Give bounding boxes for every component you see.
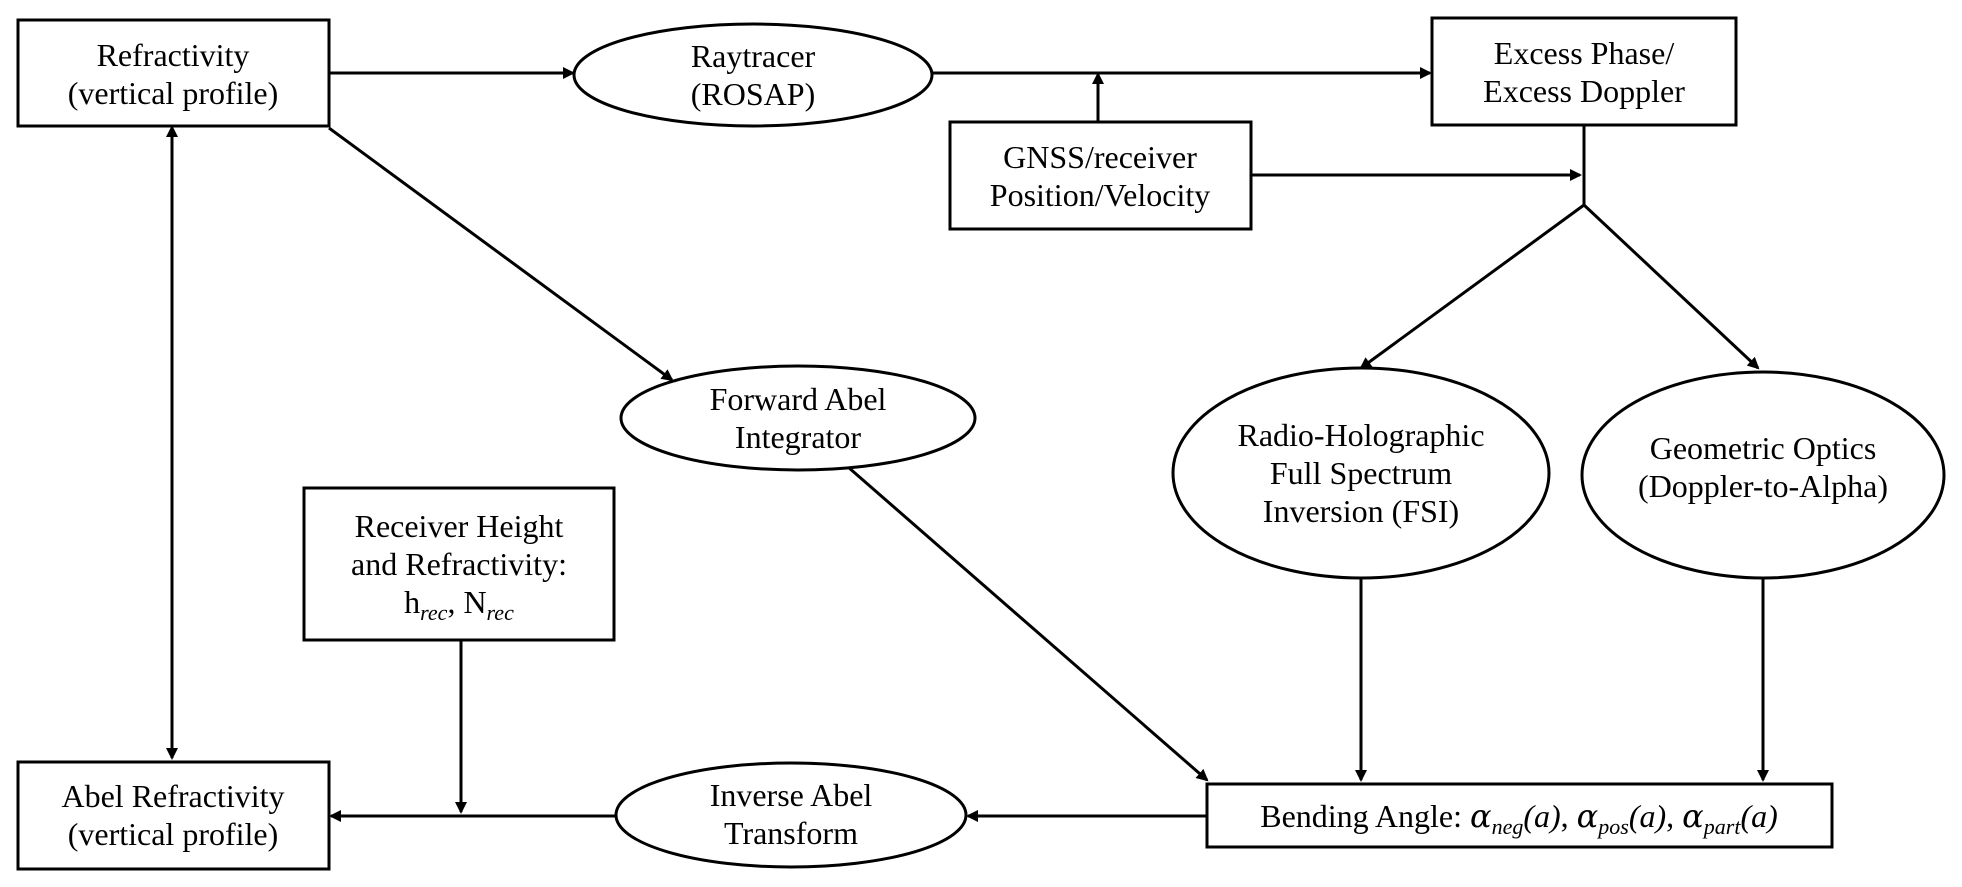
gnss-line1: GNSS/receiver <box>1003 139 1197 175</box>
node-bending <box>1205 782 1834 849</box>
inverse-abel-line2: Transform <box>724 815 858 851</box>
geometric-line1: Geometric Optics <box>1649 430 1877 466</box>
inverse-abel-line1: Inverse Abel <box>709 777 873 813</box>
inverse-abel-label: Inverse Abel Transform <box>710 776 873 852</box>
raytracer-line2: (ROSAP) <box>690 76 816 112</box>
raytracer-line1: Raytracer <box>690 38 816 74</box>
refractivity-line1: Refractivity <box>96 37 250 73</box>
bending-label: Bending Angle: αneg(a), αpos(a), αpart(a… <box>1260 797 1778 838</box>
bending-sep-2: , <box>1666 798 1683 834</box>
excess-label: Excess Phase/ Excess Doppler <box>1483 34 1685 110</box>
alpha-pos-arg: (a) <box>1628 798 1667 834</box>
refractivity-label: Refractivity (vertical profile) <box>68 36 279 112</box>
alpha-neg-sub: neg <box>1491 814 1524 839</box>
excess-line1: Excess Phase/ <box>1493 35 1675 71</box>
edge-refractivity-to-forward-abel <box>328 126 674 382</box>
node-geometric <box>1580 370 1946 580</box>
raytracer-label: Raytracer (ROSAP) <box>691 37 815 113</box>
alpha-part-sub: part <box>1703 814 1741 839</box>
receiver-line2: and Refractivity: <box>351 546 567 582</box>
node-raytracer <box>572 22 934 128</box>
receiver-h-sub: rec <box>420 600 448 625</box>
node-gnss <box>948 120 1253 231</box>
alpha-neg-symbol: α <box>1469 797 1492 835</box>
receiver-line1: Receiver Height <box>354 508 564 544</box>
radio-holo-line1: Radio-Holographic <box>1237 417 1485 453</box>
excess-line2: Excess Doppler <box>1483 73 1685 109</box>
forward-abel-line1: Forward Abel <box>709 381 887 417</box>
alpha-part-arg: (a) <box>1740 798 1778 834</box>
geometric-line2: (Doppler-to-Alpha) <box>1638 468 1888 504</box>
alpha-pos-symbol: α <box>1576 797 1599 835</box>
node-radio-holo <box>1171 366 1551 580</box>
bending-prefix: Bending Angle: <box>1260 798 1470 834</box>
abel-refr-label: Abel Refractivity (vertical profile) <box>61 777 284 853</box>
edge-forward-abel-to-bending <box>847 465 1209 782</box>
alpha-part-symbol: α <box>1682 797 1704 835</box>
node-refractivity <box>16 18 331 128</box>
radio-holo-line3: Inversion (FSI) <box>1262 493 1460 529</box>
edge-split-to-geometric <box>1582 203 1760 370</box>
abel-refr-line2: (vertical profile) <box>67 816 279 852</box>
alpha-neg-arg: (a) <box>1523 798 1561 834</box>
bending-sep-1: , <box>1560 798 1577 834</box>
alpha-pos-sub: pos <box>1598 814 1629 839</box>
node-receiver <box>302 486 616 642</box>
radio-holo-line2: Full Spectrum <box>1269 455 1453 491</box>
receiver-n: N <box>463 584 487 620</box>
forward-abel-label: Forward Abel Integrator <box>710 380 887 456</box>
node-excess <box>1430 16 1738 127</box>
forward-abel-line2: Integrator <box>734 419 862 455</box>
edge-split-to-fsi <box>1359 203 1585 370</box>
gnss-line2: Position/Velocity <box>989 177 1211 213</box>
geometric-label: Geometric Optics (Doppler-to-Alpha) <box>1638 429 1888 505</box>
node-abel-refr <box>16 760 331 871</box>
receiver-line3: hrec, Nrec <box>351 583 567 624</box>
gnss-label: GNSS/receiver Position/Velocity <box>990 138 1210 214</box>
receiver-label: Receiver Height and Refractivity: hrec, … <box>351 507 567 624</box>
node-forward-abel <box>619 364 977 472</box>
abel-refr-line1: Abel Refractivity <box>61 778 285 814</box>
receiver-sep: , <box>447 584 464 620</box>
radio-holo-label: Radio-Holographic Full Spectrum Inversio… <box>1237 416 1484 530</box>
receiver-n-sub: rec <box>486 600 514 625</box>
receiver-h: h <box>404 584 421 620</box>
node-inverse-abel <box>614 761 968 869</box>
refractivity-line2: (vertical profile) <box>67 75 279 111</box>
